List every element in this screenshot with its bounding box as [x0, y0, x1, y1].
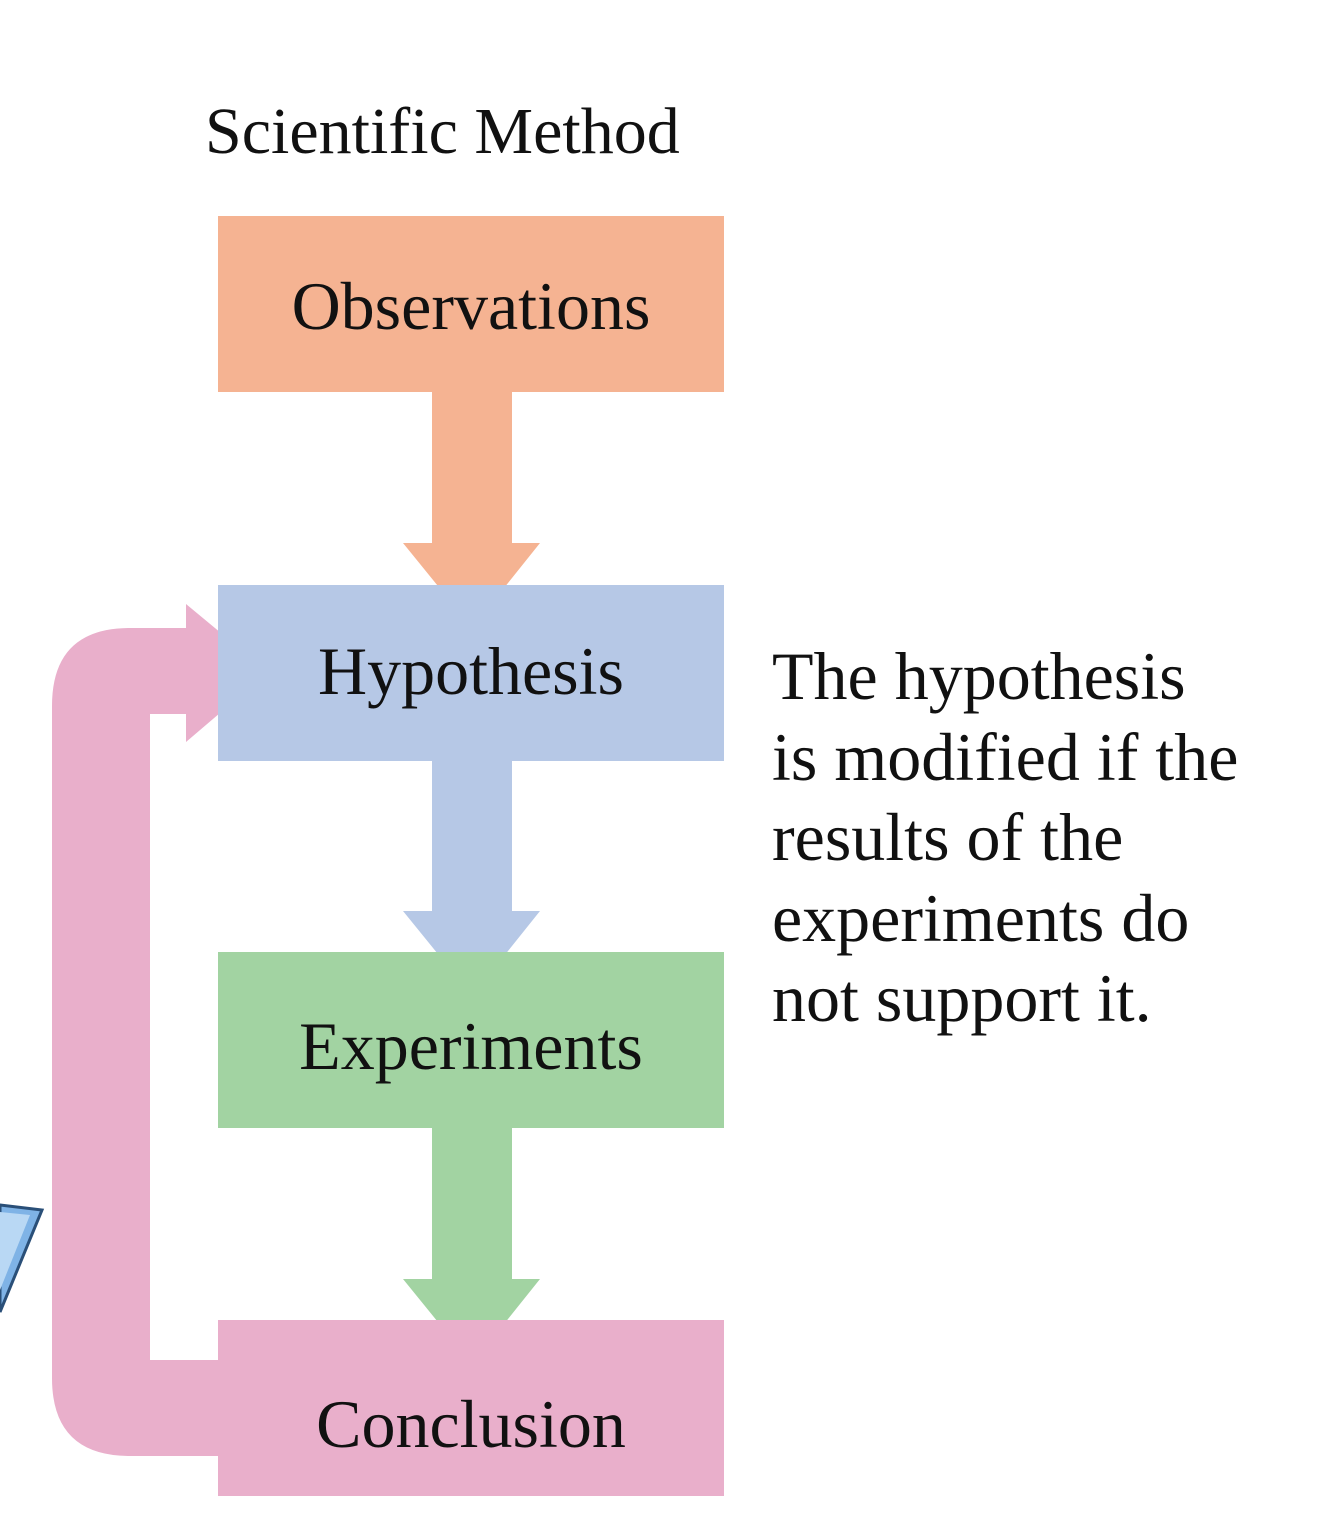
note-line: The hypothesis — [772, 638, 1186, 714]
step-conclusion-label: Conclusion — [316, 1386, 626, 1462]
note-line: experiments do — [772, 879, 1190, 956]
step-observations-box: Observations — [218, 216, 724, 392]
arrow-experiments-to-conclusion — [403, 1128, 540, 1364]
blue-edge-shape-highlight — [0, 1212, 30, 1290]
step-conclusion-box: Conclusion — [218, 1320, 724, 1496]
step-hypothesis-box: Hypothesis — [218, 585, 724, 761]
step-hypothesis-label: Hypothesis — [318, 633, 624, 709]
arrow-hypothesis-to-experiments — [403, 760, 540, 996]
diagram-title: Scientific Method — [205, 95, 680, 168]
feedback-loop-arrow — [52, 604, 268, 1456]
step-experiments-box: Experiments — [218, 952, 724, 1128]
arrow-observations-to-hypothesis — [403, 392, 540, 628]
step-observations-label: Observations — [291, 268, 651, 344]
note-line: is modified if the — [772, 718, 1239, 795]
note-line: not support it. — [772, 960, 1152, 1036]
hypothesis-note: The hypothesis is modified if the result… — [772, 636, 1312, 1039]
note-line: results of the — [772, 799, 1124, 875]
step-experiments-label: Experiments — [299, 1008, 643, 1084]
